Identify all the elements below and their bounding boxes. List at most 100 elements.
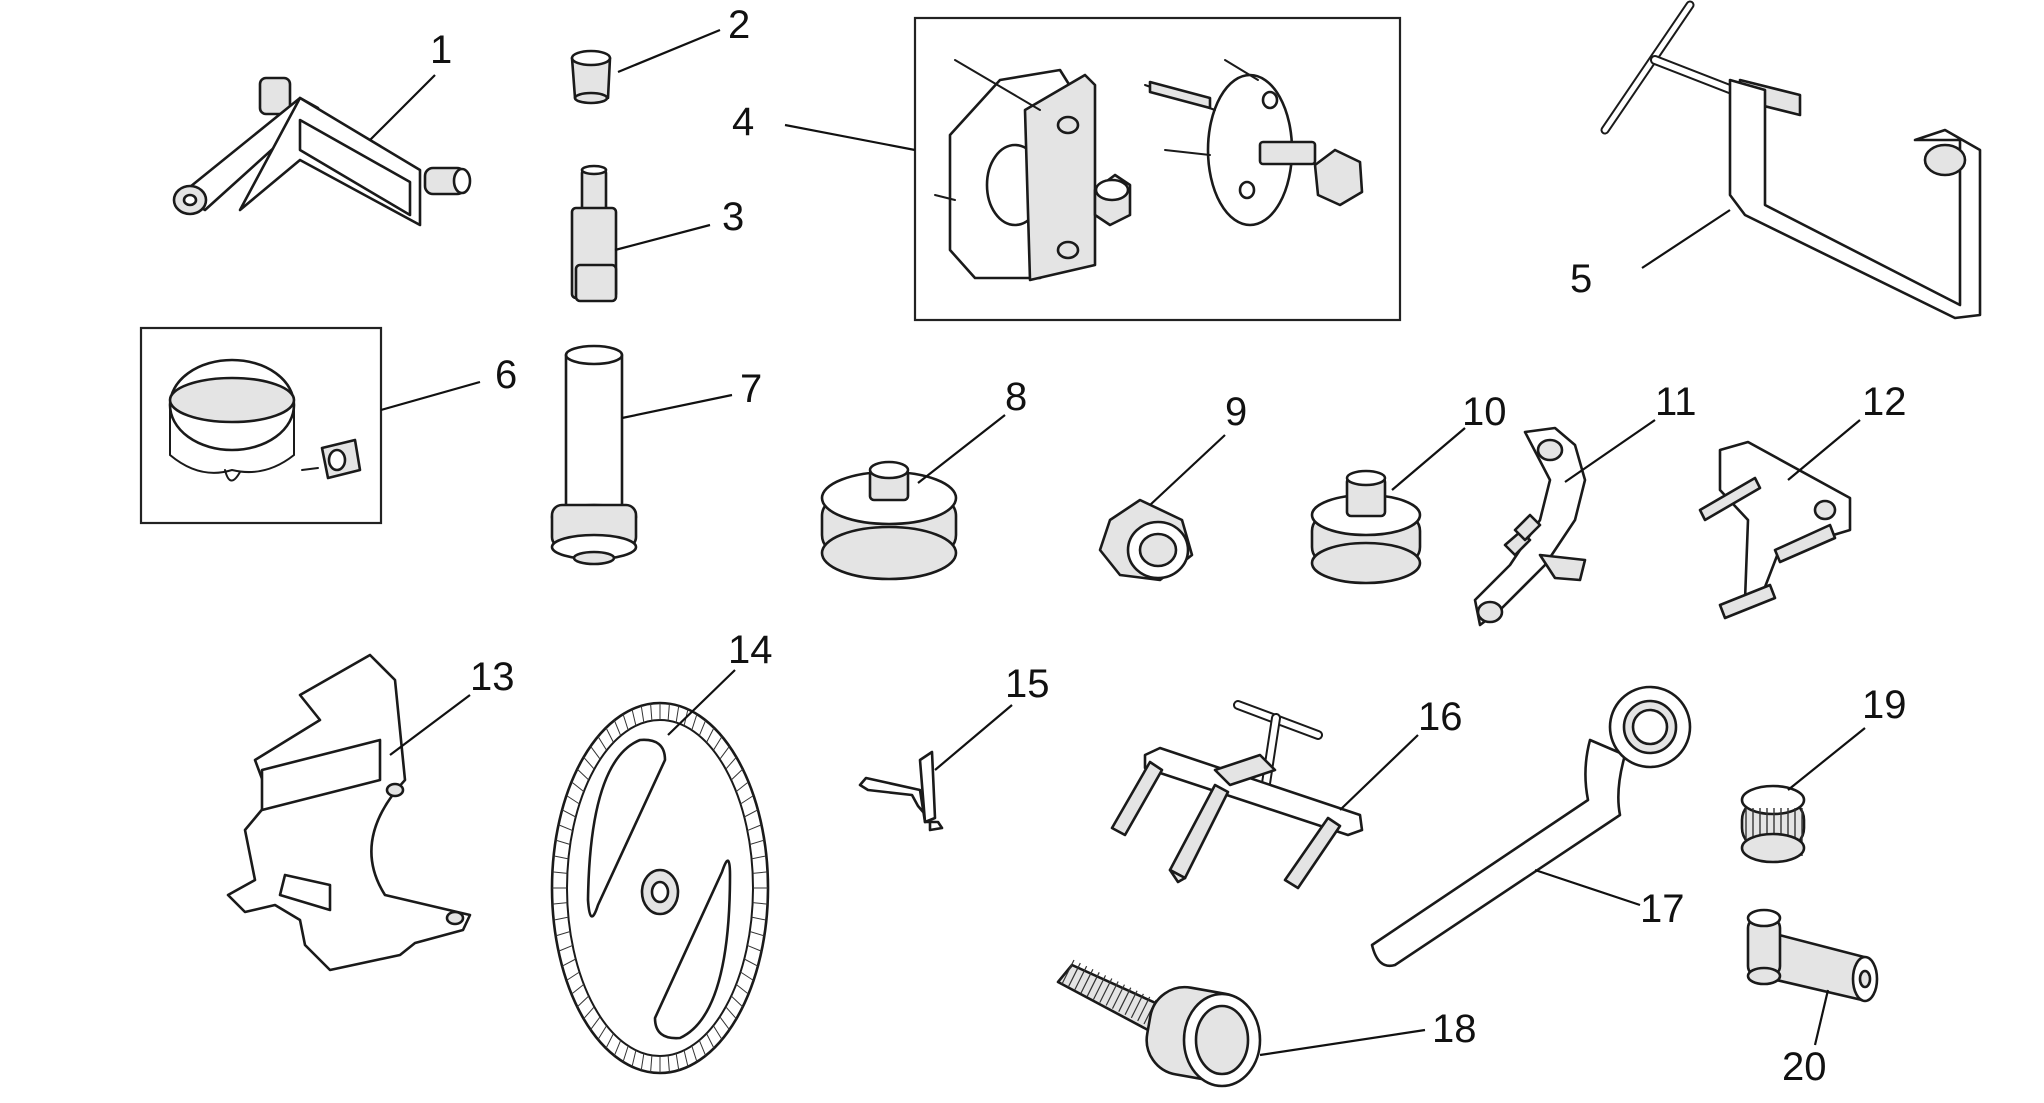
degree-tick — [553, 916, 569, 921]
part-5-frame — [139, 326, 383, 525]
leader-11 — [1641, 209, 1731, 269]
degree-tick — [675, 1053, 680, 1071]
thread-line — [1074, 965, 1088, 991]
part-16-threads — [1061, 959, 1157, 1025]
thread-line — [1105, 981, 1119, 1006]
part-10-locking-arm — [1473, 426, 1587, 627]
part-11-clamp — [1600, 0, 1982, 320]
degree-tick — [553, 855, 569, 860]
degree-tick — [740, 795, 754, 805]
callout-16: 18 — [1432, 1007, 1477, 1051]
degree-tick — [561, 809, 576, 818]
degree-wheel-ticks — [552, 703, 768, 1073]
degree-tick — [730, 995, 744, 1008]
part-2-sleeve — [570, 49, 612, 105]
degree-tick — [555, 931, 571, 937]
part-6-mandrel — [550, 344, 638, 566]
degree-tick — [752, 871, 768, 874]
degree-tick — [751, 916, 767, 921]
leader-2 — [617, 28, 721, 74]
degree-tick — [706, 1033, 715, 1049]
degree-tick — [744, 958, 759, 967]
part-13-support-plate — [226, 653, 472, 972]
degree-tick — [730, 768, 744, 781]
degree-tick — [590, 1016, 601, 1031]
degree-tick — [631, 709, 637, 726]
degree-tick — [719, 745, 730, 760]
callout-5: 6 — [495, 353, 517, 397]
callout-15: 15 — [1005, 662, 1050, 706]
degree-tick — [558, 944, 573, 952]
degree-tick — [597, 736, 608, 751]
leader-7 — [917, 414, 1006, 484]
callout-11: 5 — [1570, 257, 1592, 301]
degree-tick — [667, 703, 670, 721]
part-1-lever-tool — [172, 76, 472, 227]
degree-tick — [698, 1040, 707, 1056]
leader-6 — [621, 393, 733, 420]
part-18-spanner — [1370, 685, 1692, 968]
degree-tick — [555, 839, 571, 845]
degree-tick — [747, 824, 762, 832]
degree-tick — [749, 839, 765, 845]
leader-18 — [1534, 868, 1641, 907]
thread-line — [1118, 987, 1132, 1012]
degree-tick — [640, 705, 645, 723]
degree-tick — [576, 768, 590, 781]
thread-line — [1137, 996, 1151, 1022]
degree-tick — [725, 1006, 737, 1020]
leader-1 — [369, 74, 436, 141]
degree-tick — [590, 745, 601, 760]
degree-tick — [622, 1045, 629, 1062]
thread-line — [1080, 968, 1094, 994]
degree-tick — [605, 1033, 614, 1049]
callout-20: 20 — [1782, 1045, 1827, 1089]
degree-tick — [735, 983, 749, 995]
degree-tick — [706, 727, 715, 743]
leader-13 — [389, 694, 471, 756]
degree-tick — [583, 756, 595, 770]
degree-tick — [650, 1055, 653, 1073]
degree-tick — [747, 944, 762, 952]
degree-tick — [691, 1045, 698, 1062]
degree-tick — [749, 931, 765, 937]
degree-tick — [744, 809, 759, 818]
degree-tick — [752, 902, 768, 905]
degree-tick — [740, 971, 754, 981]
callout-18: 17 — [1640, 887, 1685, 931]
degree-tick — [552, 871, 568, 874]
part-20-shaft-tool — [1746, 908, 1879, 1003]
leader-4 — [614, 223, 711, 252]
callout-3: 4 — [732, 100, 754, 144]
leader-9 — [1391, 427, 1466, 491]
degree-tick — [698, 720, 707, 736]
part-5-ring-clamp — [139, 326, 383, 525]
callout-14: 14 — [728, 628, 773, 672]
degree-tick — [566, 795, 580, 805]
degree-tick — [675, 705, 680, 723]
degree-tick — [571, 781, 585, 793]
part-12-pin-plate — [1698, 440, 1852, 620]
degree-tick — [650, 703, 653, 721]
degree-tick — [691, 714, 698, 731]
degree-tick — [613, 1040, 622, 1056]
degree-tick — [712, 736, 723, 751]
degree-tick — [552, 902, 568, 905]
degree-tick — [597, 1025, 608, 1040]
callout-7: 8 — [1005, 375, 1027, 419]
leader-10 — [1564, 419, 1656, 483]
degree-tick — [667, 1055, 670, 1073]
callout-9: 10 — [1462, 390, 1507, 434]
part-7-drift — [820, 460, 958, 581]
degree-tick — [583, 1006, 595, 1020]
leader-19 — [1787, 727, 1866, 791]
leader-17 — [1339, 734, 1419, 811]
thread-line — [1093, 975, 1107, 1000]
callout-6: 7 — [740, 367, 762, 411]
thread-line — [1099, 978, 1113, 1003]
part-9-threaded-disc — [1310, 469, 1422, 585]
part-3-puller-kit — [913, 16, 1402, 322]
part-4-pin — [570, 164, 618, 303]
degree-tick — [640, 1053, 645, 1071]
